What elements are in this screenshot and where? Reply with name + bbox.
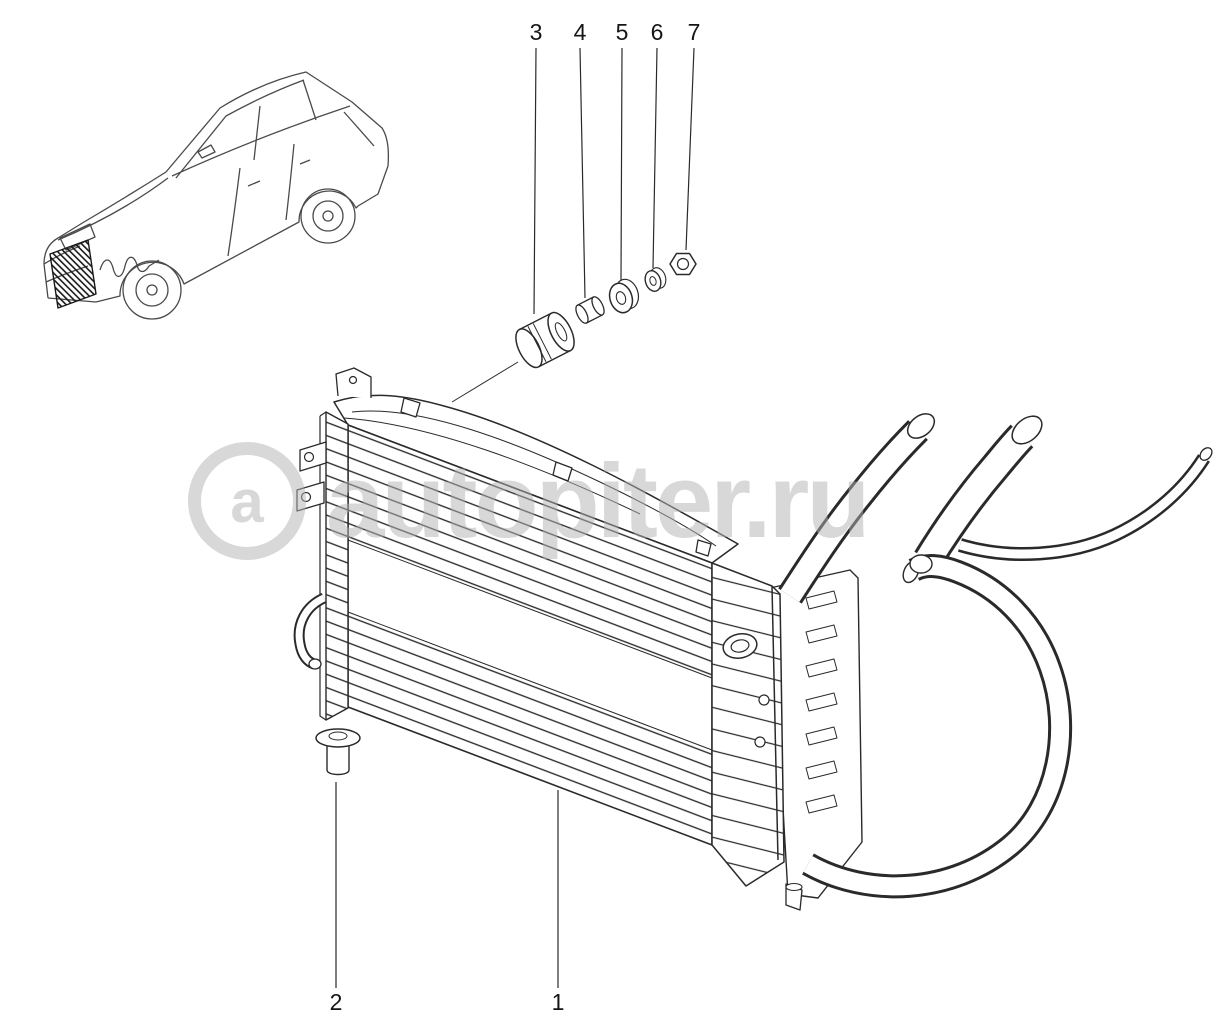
leader-line-5 [620,47,623,281]
left-tank-ribs [326,412,348,720]
shroud-body [333,394,739,564]
wiring-squiggle [99,256,160,278]
shroud-brackets [335,367,712,557]
upper-hose-opening [906,413,936,439]
car-headlight [59,223,96,251]
sleeve-right-face [591,296,605,316]
car-rear-wheel [300,188,356,244]
part-4-sleeve [575,296,605,324]
right-tank-outline [711,562,785,887]
core-band-separator-lines [347,539,713,751]
callout-6-label[interactable]: 6 [651,19,664,45]
small-parts [315,252,697,776]
bushing-left-face [515,328,543,369]
part-2-rubber-mount-plug [315,728,361,776]
filler-neck-inner [730,639,750,653]
plug-top-hole [328,731,348,741]
washer-front-face [608,282,634,314]
washer-front-face [644,270,662,292]
assembly-guide-line [451,361,519,403]
bushing-groove-lines [527,323,552,363]
washer-hole [649,276,657,286]
upper-hose-inner [780,422,926,602]
thin-hose-inner [958,455,1208,559]
callout-1-label[interactable]: 1 [552,989,565,1015]
vehicle-thumbnail [43,71,390,320]
wheel-tire-circle [122,260,182,320]
radiator-location-highlight [49,239,97,309]
lower-loop-hose-inner [803,557,1070,896]
radiator-assembly-illustration [293,367,1213,911]
left-mounting-brackets [296,441,327,512]
bracket-hole [303,451,315,463]
sleeve-body-lines [577,296,603,324]
core-fin-band-top [348,425,712,678]
bushing-bore [554,322,568,342]
callout-3-label[interactable]: 3 [530,19,543,45]
plug-flange [315,728,361,748]
left-tank-outer-lines [319,411,327,721]
part-7-nut [669,252,697,276]
leader-lines [335,47,695,988]
car-body-outline [43,71,390,303]
callout-5-label[interactable]: 5 [616,19,629,45]
shroud-bracket-pin [348,375,358,385]
leader-line-7 [685,47,695,251]
car-detail-lines [43,79,375,283]
second-hose-opening [1011,415,1043,445]
car-front-wheel [122,260,182,320]
wheel-hub-circle [322,210,334,222]
nut-bore [676,257,690,271]
callout-2-label[interactable]: 2 [330,989,343,1015]
wheel-rim-circle [135,273,169,307]
leader-line-4 [579,47,586,299]
left-outlet-pipe-inner [295,594,326,668]
second-hose-inner [916,426,1032,567]
callout-7-label[interactable]: 7 [688,19,701,45]
tank-bolt [754,736,766,748]
nut-hex-body [669,252,697,276]
part-3-bushing [515,311,575,369]
tank-bolt [758,694,770,706]
radiator-right-tank [711,562,863,911]
callout-labels: 3 4 5 6 7 2 1 [330,19,701,1015]
thin-hose-opening [1199,447,1213,461]
wheel-hub-circle [146,284,158,296]
leader-line-3 [533,47,537,315]
side-plate-slots [805,590,838,814]
radiator-left-tank [293,411,349,721]
hose-junction-fitting [909,554,933,574]
bushing-body-lines [519,312,571,368]
wheel-rim-circle [312,200,344,232]
bracket-hole [300,491,312,503]
leader-line-6 [652,47,658,269]
callout-4-label[interactable]: 4 [574,19,587,45]
plug-stem [326,742,350,776]
part-6-washer-small [644,267,667,292]
drain-plug-top [785,882,803,892]
left-pipe-opening [308,658,322,670]
radiator-top-shroud [333,367,739,564]
part-5-washer-large [608,278,640,314]
washer-hole [615,291,627,305]
radiator-hoses [778,413,1213,899]
core-fin-band-bottom [348,612,712,845]
wheel-tire-circle [300,188,356,244]
bushing-right-face [547,311,575,352]
